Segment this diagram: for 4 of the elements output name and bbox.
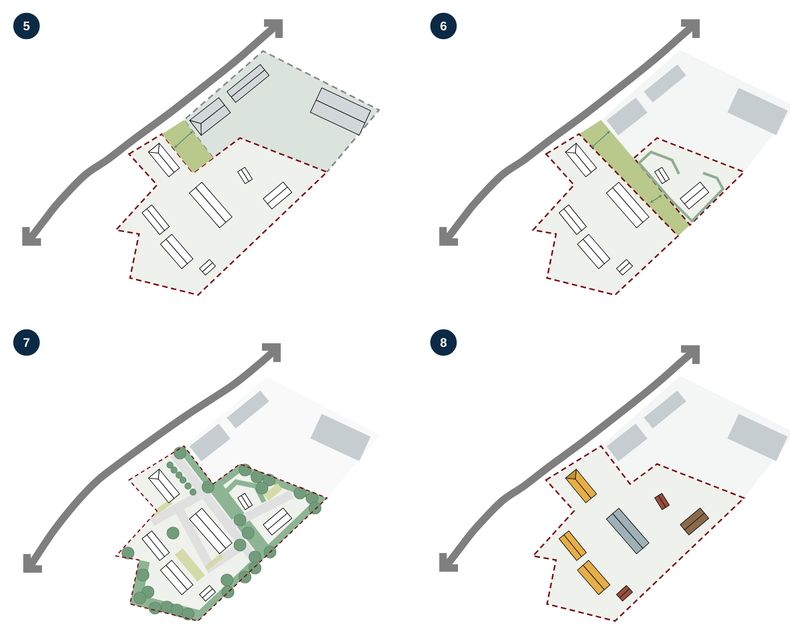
number-badge: 7 (13, 329, 40, 356)
number-badge: 6 (430, 12, 457, 40)
number-badge: 5 (13, 12, 40, 40)
number-badge: 8 (430, 329, 457, 356)
